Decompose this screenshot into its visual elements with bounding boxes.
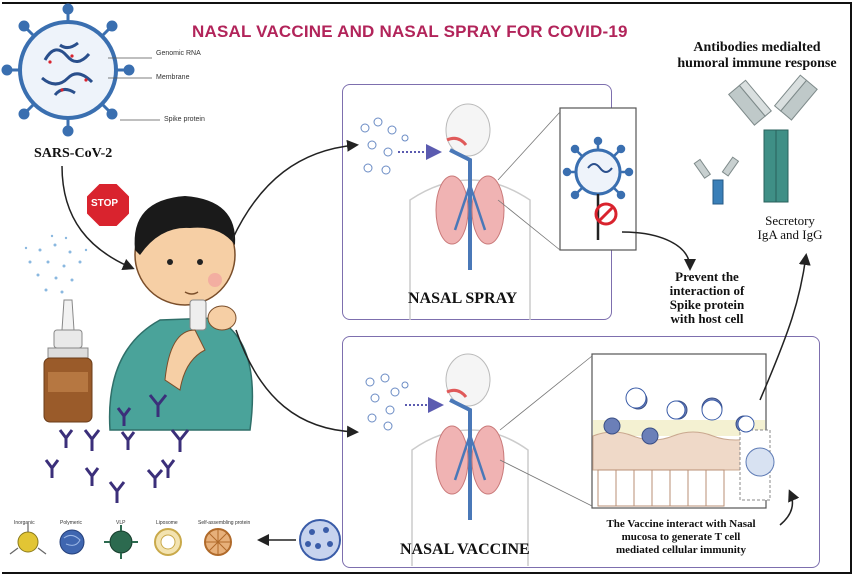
- nasal-spray-bottle-icon: [43, 299, 93, 423]
- virus-particles-on-mucosa-icon: [625, 387, 755, 433]
- prevent-text-line-1: Prevent the: [675, 269, 739, 284]
- nanoparticle-self-assembling-icon: [204, 528, 232, 556]
- vaccine-nanoparticle-icon: [299, 519, 341, 561]
- sars-cov-2-virus-icon: [1, 3, 160, 137]
- person-using-nasal-spray-icon: [108, 196, 254, 431]
- virus-spike-blocked-icon: [562, 136, 634, 240]
- spray-mist: [24, 234, 88, 294]
- arrow-to-spray-panel: [231, 139, 359, 241]
- nanoparticle-label-vlp: VLP: [116, 520, 126, 526]
- nanoparticle-vlp-icon: [104, 525, 138, 559]
- stop-sign-icon: [85, 182, 131, 228]
- vaccine-text-line-3: mediated cellular immunity: [616, 544, 746, 556]
- respiratory-tract-spray-icon: [409, 103, 531, 320]
- antibodies-label: Secretory IgA and IgG: [740, 214, 840, 242]
- nanoparticle-polymeric-icon: [59, 529, 85, 555]
- antibodies-heading: Antibodies medialted humoral immune resp…: [672, 40, 842, 72]
- nanoparticle-label-inorganic: Inorganic: [14, 520, 35, 526]
- stop-sign-label: STOP: [91, 198, 119, 209]
- nanoparticle-label-self-assembling: Self-assembling protein: [198, 520, 251, 526]
- nanoparticle-inorganic-icon: [9, 524, 47, 555]
- prevent-text-line-2: interaction of: [669, 283, 745, 298]
- vaccine-panel-label: NASAL VACCINE: [400, 541, 530, 558]
- arrow-cellular-immunity: [779, 489, 800, 526]
- vaccine-particles-icon: [365, 373, 409, 431]
- vaccine-text-line-2: mucosa to generate T cell: [621, 531, 741, 543]
- label-genomic-rna: Genomic RNA: [156, 50, 201, 57]
- label-spike-protein: Spike protein: [164, 116, 205, 123]
- arrow-virus-to-person: [61, 165, 135, 270]
- antibodies-label-line-1: Secretory: [765, 213, 815, 228]
- prevent-text-line-3: Spike protein: [669, 297, 745, 312]
- secretory-antibody-icon: [728, 74, 818, 203]
- nanoparticle-label-liposome: Liposome: [156, 520, 178, 526]
- prevent-text-line-4: with host cell: [670, 311, 744, 326]
- label-membrane: Membrane: [156, 74, 190, 81]
- page-title: NASAL VACCINE AND NASAL SPRAY FOR COVID-…: [192, 22, 628, 41]
- vaccine-text-line-1: The Vaccine interact with Nasal: [606, 518, 756, 530]
- small-antibody-icon: [693, 156, 740, 205]
- respiratory-tract-vaccine-icon: [411, 353, 529, 566]
- arrow-to-prevent-text: [621, 231, 696, 271]
- nanoparticle-liposome-icon: [154, 528, 182, 556]
- antibody-cluster-icon: [44, 394, 190, 503]
- spray-particles-icon: [360, 117, 409, 175]
- vaccine-text: The Vaccine interact with Nasal mucosa t…: [588, 518, 774, 557]
- antibodies-heading-line-1: Antibodies medialted: [693, 40, 821, 55]
- spray-panel-label: NASAL SPRAY: [408, 290, 518, 307]
- antibodies-heading-line-2: humoral immune response: [677, 56, 837, 71]
- antibodies-label-line-2: IgA and IgG: [757, 227, 823, 242]
- prevent-text: Prevent the interaction of Spike protein…: [642, 270, 772, 326]
- arrow-to-vaccine-panel: [235, 329, 359, 438]
- virus-name: SARS-CoV-2: [34, 146, 113, 161]
- arrow-to-antibodies: [759, 253, 811, 401]
- nanoparticle-label-polymeric: Polymeric: [60, 520, 82, 526]
